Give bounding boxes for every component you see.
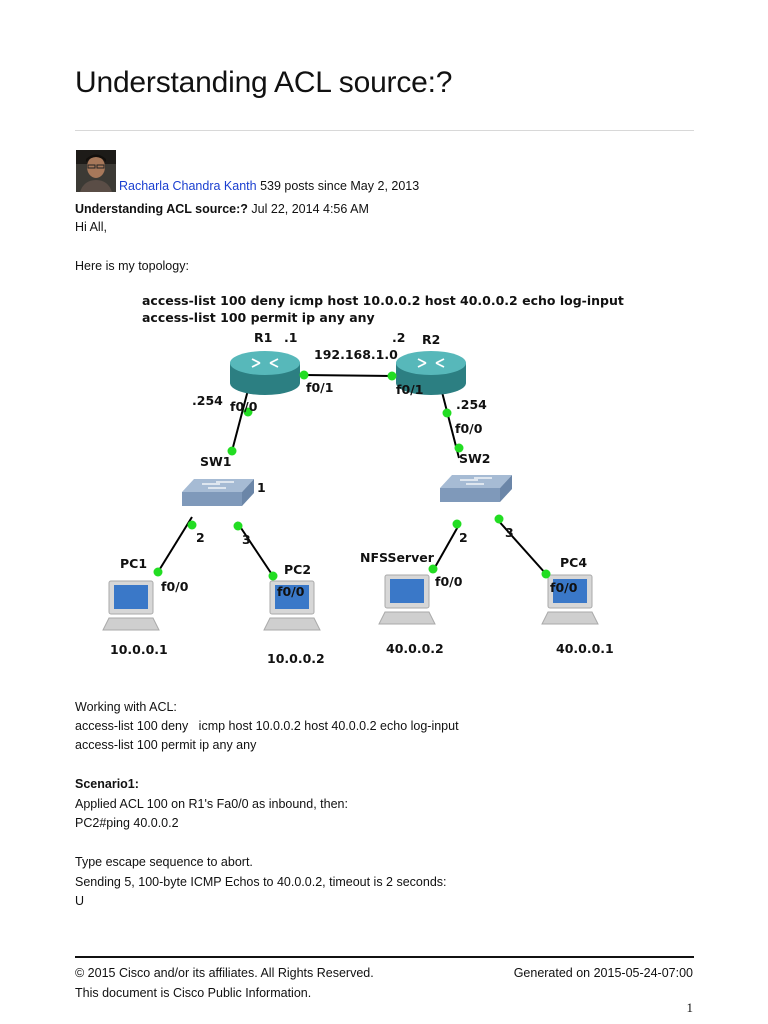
author-avatar[interactable] bbox=[76, 150, 116, 192]
scenario-description: Applied ACL 100 on R1's Fa0/0 as inbound… bbox=[75, 797, 348, 811]
pc2-ip-label: 10.0.0.2 bbox=[267, 651, 325, 666]
r2-lan-ip-label: .254 bbox=[456, 397, 487, 412]
escape-sequence-text: Type escape sequence to abort. bbox=[75, 855, 253, 869]
link-sw2-pc4 bbox=[495, 517, 547, 575]
post-title: Understanding ACL source:? bbox=[75, 202, 248, 216]
author-line: Racharla Chandra Kanth 539 posts since M… bbox=[119, 179, 419, 193]
network-topology-diagram: access-list 100 deny icmp host 10.0.0.2 … bbox=[102, 293, 624, 666]
post-heading: Understanding ACL source:? Jul 22, 2014 … bbox=[75, 201, 369, 217]
acl-line-1: access-list 100 deny icmp host 10.0.0.2 … bbox=[75, 719, 459, 733]
switch-sw1-icon[interactable] bbox=[182, 479, 254, 506]
ping-command: PC2#ping 40.0.0.2 bbox=[75, 816, 179, 830]
router-r1-icon[interactable] bbox=[230, 351, 300, 395]
footer-copyright: © 2015 Cisco and/or its affiliates. All … bbox=[75, 966, 374, 980]
pc4-label: PC4 bbox=[560, 555, 587, 570]
pc4-icon[interactable] bbox=[541, 574, 599, 625]
footer-left: © 2015 Cisco and/or its affiliates. All … bbox=[75, 963, 374, 1003]
port-dot bbox=[268, 571, 278, 581]
network-label: 192.168.1.0 bbox=[314, 347, 398, 362]
post-date: Jul 22, 2014 4:56 AM bbox=[247, 202, 369, 216]
link-r1-sw1 bbox=[231, 389, 249, 452]
nfs-ip-label: 40.0.0.2 bbox=[386, 641, 444, 656]
r2-f00-label: f0/0 bbox=[455, 421, 483, 436]
page-title: Understanding ACL source:? bbox=[75, 66, 453, 99]
sw1-port-2-label: 2 bbox=[196, 530, 205, 545]
sw2-port-2-label: 2 bbox=[459, 530, 468, 545]
pc4-if-label: f0/0 bbox=[550, 580, 578, 595]
link-r1-r2 bbox=[303, 374, 393, 377]
pc1-label: PC1 bbox=[120, 556, 147, 571]
sw2-label: SW2 bbox=[459, 451, 491, 466]
port-dot bbox=[227, 446, 237, 456]
pc1-if-label: f0/0 bbox=[161, 579, 189, 594]
pc2-if-label: f0/0 bbox=[277, 584, 305, 599]
port-dot bbox=[454, 443, 464, 453]
r1-label: R1 bbox=[254, 330, 272, 345]
scenario-title: Scenario1: bbox=[75, 777, 139, 791]
switch-sw2-icon[interactable] bbox=[440, 475, 512, 502]
port-dot bbox=[428, 564, 438, 574]
sw1-port-1-label: 1 bbox=[257, 480, 266, 495]
page-number: 1 bbox=[686, 1000, 694, 1015]
author-name-link[interactable]: Racharla Chandra Kanth bbox=[119, 179, 257, 193]
nfs-server-icon[interactable] bbox=[378, 574, 436, 625]
pc1-icon[interactable] bbox=[102, 580, 160, 631]
port-dot bbox=[299, 370, 309, 380]
port-dot bbox=[541, 569, 551, 579]
r2-label: R2 bbox=[422, 332, 440, 347]
r1-f01-label: f0/1 bbox=[306, 380, 333, 395]
author-meta: 539 posts since May 2, 2013 bbox=[256, 179, 420, 193]
router-r2-icon[interactable] bbox=[396, 351, 466, 395]
pc1-ip-label: 10.0.0.1 bbox=[110, 642, 168, 657]
port-dot bbox=[494, 514, 504, 524]
r1-ip-label: .1 bbox=[284, 330, 297, 345]
post-intro: Here is my topology: bbox=[75, 259, 189, 273]
port-dot bbox=[442, 408, 452, 418]
footer-public-notice: This document is Cisco Public Informatio… bbox=[75, 986, 312, 1000]
title-divider bbox=[75, 130, 694, 131]
port-dots bbox=[153, 370, 551, 581]
r2-ip-label: .2 bbox=[392, 330, 405, 345]
acl-line-2: access-list 100 permit ip any any bbox=[75, 738, 257, 752]
avatar-photo bbox=[76, 150, 116, 192]
link-sw1-pc2 bbox=[236, 521, 274, 577]
port-dot bbox=[187, 520, 197, 530]
sw1-label: SW1 bbox=[200, 454, 232, 469]
working-with-acl: Working with ACL: bbox=[75, 700, 177, 714]
port-dot bbox=[153, 567, 163, 577]
ping-result: U bbox=[75, 894, 85, 908]
footer-divider bbox=[75, 956, 694, 958]
diagram-acl-line-1: access-list 100 deny icmp host 10.0.0.2 … bbox=[142, 293, 624, 308]
nfs-server-label: NFSServer bbox=[360, 550, 435, 565]
r1-f00-label: f0/0 bbox=[230, 399, 258, 414]
sending-text: Sending 5, 100-byte ICMP Echos to 40.0.0… bbox=[75, 875, 447, 889]
link-sw1-pc1 bbox=[157, 516, 193, 573]
sw2-port-3-label: 3 bbox=[505, 525, 514, 540]
post-greeting: Hi All, bbox=[75, 220, 107, 234]
port-dot bbox=[452, 519, 462, 529]
nfs-if-label: f0/0 bbox=[435, 574, 463, 589]
port-dot bbox=[243, 407, 253, 417]
footer-generated: Generated on 2015-05-24-07:00 bbox=[513, 966, 693, 980]
r2-f01-label: f0/1 bbox=[396, 382, 423, 397]
diagram-acl-line-2: access-list 100 permit ip any any bbox=[142, 310, 375, 325]
sw1-port-3-label: 3 bbox=[242, 532, 251, 547]
port-dot bbox=[233, 521, 243, 531]
r1-lan-ip-label: .254 bbox=[192, 393, 223, 408]
pc4-ip-label: 40.0.0.1 bbox=[556, 641, 614, 656]
pc2-icon[interactable] bbox=[263, 580, 321, 631]
link-sw2-nfs bbox=[433, 522, 461, 570]
pc2-label: PC2 bbox=[284, 562, 311, 577]
port-dot bbox=[387, 371, 397, 381]
